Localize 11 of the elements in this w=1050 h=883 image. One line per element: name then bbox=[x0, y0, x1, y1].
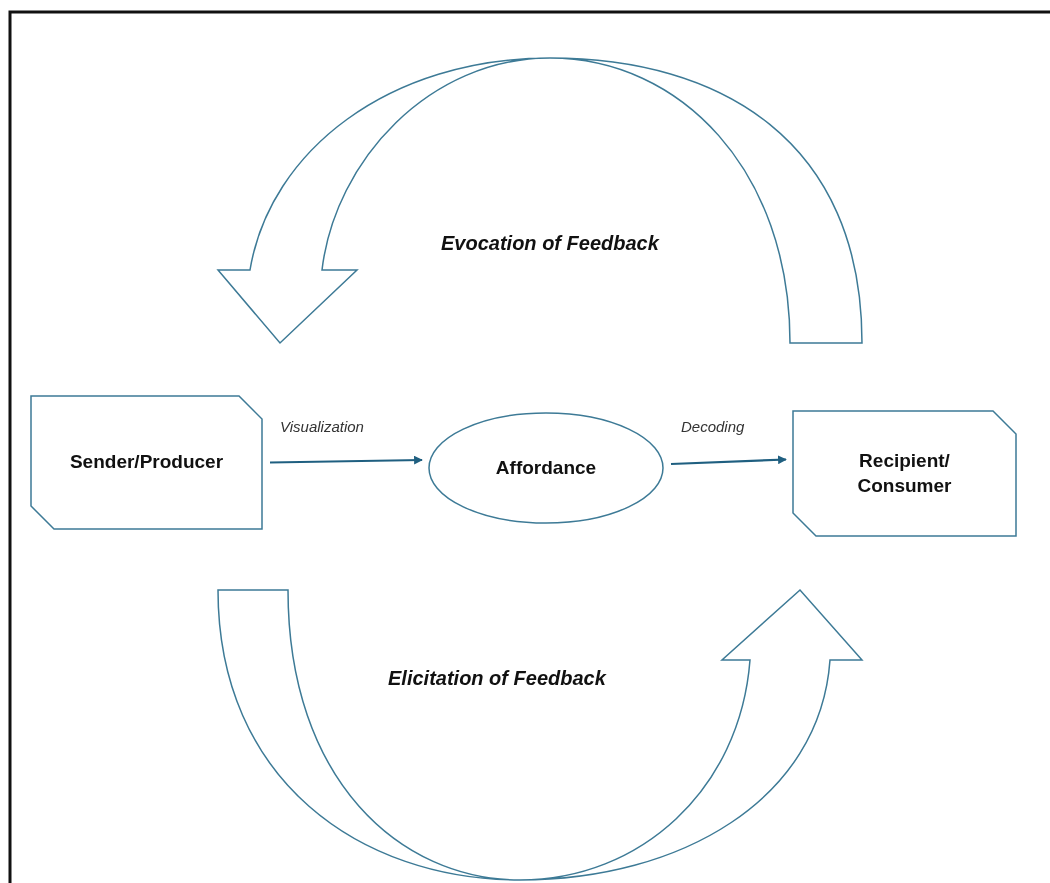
edge-label: Visualization bbox=[280, 418, 364, 435]
node-label: Affordance bbox=[495, 455, 597, 480]
arrow bbox=[670, 455, 787, 466]
curved-block-arrow bbox=[217, 57, 863, 344]
snipped-corner-box bbox=[792, 410, 1017, 537]
snipped-corner-box bbox=[30, 395, 263, 530]
arrow bbox=[270, 455, 423, 465]
ellipse-node bbox=[428, 412, 664, 524]
curved-block-arrow bbox=[217, 589, 863, 881]
node-label: Sender/Producer bbox=[69, 450, 224, 475]
node-label: Recipient/ Consumer bbox=[856, 448, 953, 498]
